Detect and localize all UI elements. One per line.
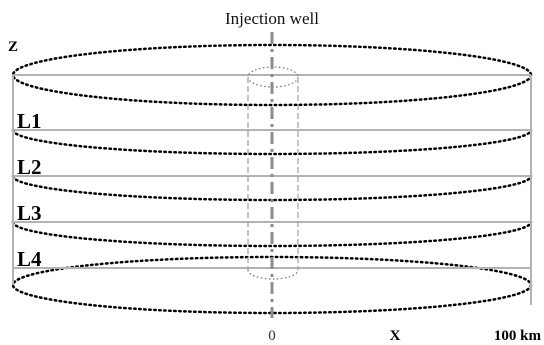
well-cylinder-bottom: [247, 269, 299, 280]
diagram-title: Injection well: [225, 9, 319, 28]
layer-label-l2: L2: [17, 155, 42, 179]
x-axis-label: X: [390, 328, 401, 344]
layer-interface-arc-3: [11, 220, 533, 248]
layer-label-l4: L4: [17, 247, 42, 271]
layer-interface-arc-1: [11, 128, 533, 156]
layer-label-l1: L1: [17, 109, 42, 133]
z-axis-label: Z: [8, 39, 18, 55]
x-tick-origin: 0: [268, 328, 276, 344]
x-tick-end: 100 km: [494, 328, 542, 344]
layer-label-l3: L3: [17, 201, 42, 225]
